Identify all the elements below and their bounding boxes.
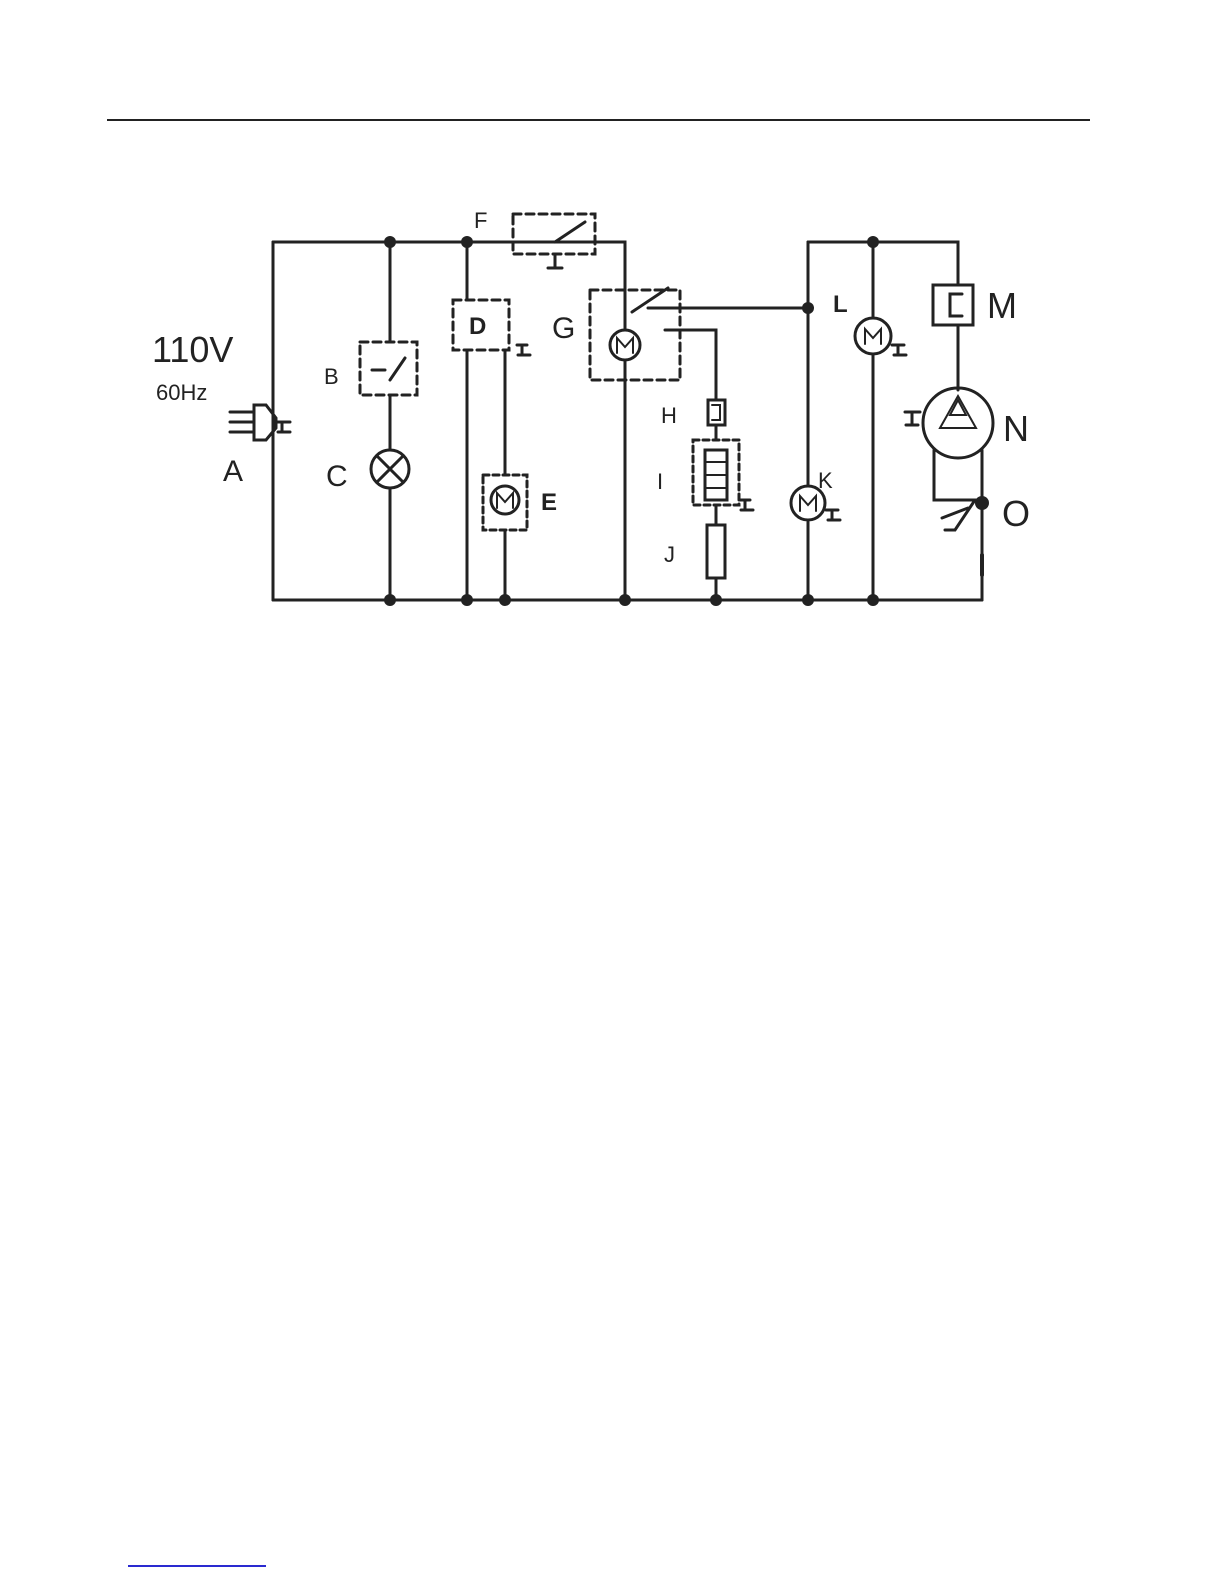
plug-symbol [230,405,290,440]
junction-dots [384,236,989,606]
label-m: M [987,285,1017,326]
label-c: C [326,460,348,493]
label-g: G [552,312,575,345]
wiring [273,242,982,600]
label-d: D [469,313,486,340]
label-a: A [223,455,243,488]
frequency-label: 60Hz [156,380,207,405]
label-j: J [664,542,675,567]
motor-e-symbol [483,475,527,530]
relay-o-symbol [942,500,982,575]
component-labels: 110V 60Hz A B C D E F G H I J K L M N O [152,208,1030,567]
defrost-timer-g-symbol [590,288,680,380]
compressor-n-symbol [905,388,993,500]
fuse-h-symbol [708,400,725,425]
overload-m-symbol [933,285,973,325]
footer-link-rule [128,1565,266,1567]
label-e: E [541,489,557,516]
label-b: B [324,364,339,389]
label-k: K [818,468,833,493]
label-n: N [1003,408,1029,449]
fuse-j-symbol [707,525,725,578]
label-f: F [474,208,487,233]
label-h: H [661,403,677,428]
door-switch-symbol [360,342,417,395]
motor-l-symbol [855,318,906,355]
label-l: L [833,291,848,318]
label-i: I [657,469,663,494]
lamp-symbol [371,450,409,488]
voltage-label: 110V [152,329,233,370]
label-o: O [1002,493,1030,534]
heater-i-symbol [693,440,753,510]
component-d-symbol [453,300,530,355]
